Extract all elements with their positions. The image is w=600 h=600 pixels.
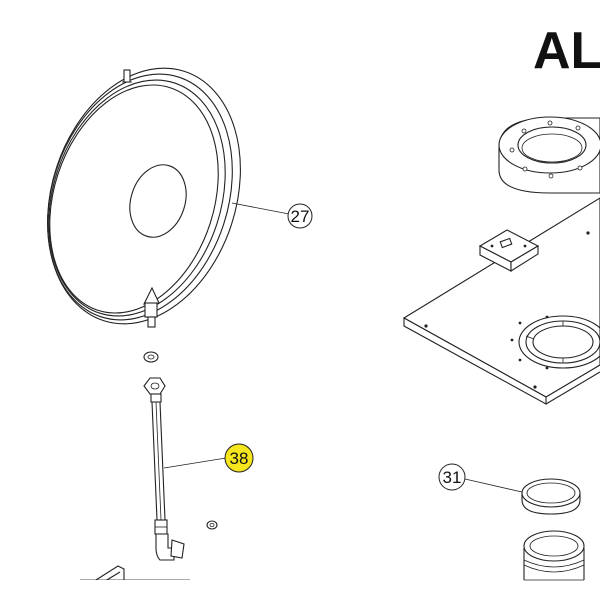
callout-27[interactable]: 27 (287, 203, 313, 229)
diagram-title: AL (533, 22, 600, 80)
small-nut (206, 520, 218, 530)
leader-27 (231, 202, 290, 215)
seal-ring (521, 478, 581, 515)
callout-38[interactable]: 38 (224, 443, 254, 473)
callout-27-label: 27 (291, 207, 310, 226)
flange-ring (498, 116, 600, 194)
expansion-vessel (47, 67, 241, 328)
leader-31 (464, 478, 523, 493)
callout-31-label: 31 (443, 468, 462, 487)
base-plate (402, 197, 600, 405)
washer (143, 351, 159, 363)
callout-38-label: 38 (230, 449, 249, 468)
callout-31[interactable]: 31 (438, 463, 466, 491)
flexible-hose (143, 377, 185, 561)
leader-38 (163, 457, 227, 469)
